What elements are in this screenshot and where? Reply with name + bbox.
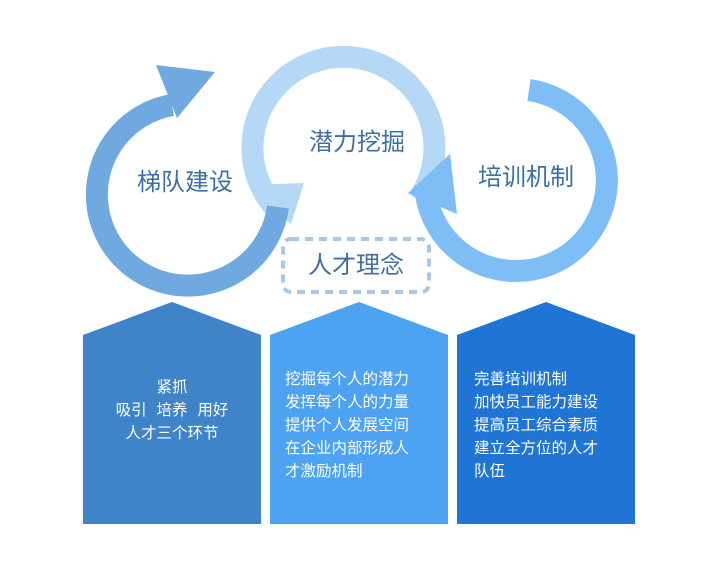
card-shape-middle <box>270 302 448 524</box>
card-line: 提高员工综合素质 <box>474 416 599 434</box>
card-shape-left <box>83 302 261 524</box>
card-line: 吸引 培养 用好 <box>115 401 229 419</box>
left-cycle-arrow <box>85 65 289 297</box>
right-cycle-arrow <box>408 79 618 282</box>
card-shape-right <box>457 302 635 524</box>
top-cycle-label: 潜力挖掘 <box>309 128 405 156</box>
card-line: 发挥每个人的力量 <box>285 393 410 411</box>
card-line: 建立全方位的人才 <box>474 439 599 457</box>
card-text-right: 完善培训机制 加快员工能力建设 提高员工综合素质 建立全方位的人才 队伍 <box>474 368 634 483</box>
right-cycle-label: 培训机制 <box>478 163 574 191</box>
card-line: 才激励机制 <box>285 462 363 480</box>
card-line: 提供个人发展空间 <box>285 416 410 434</box>
card-text-left: 紧抓 吸引 培养 用好 人才三个环节 <box>83 376 261 445</box>
center-concept-label: 人才理念 <box>308 251 404 279</box>
card-text-middle: 挖掘每个人的潜力 发挥每个人的力量 提供个人发展空间 在企业内部形成人 才激励机… <box>285 368 445 483</box>
card-line: 队伍 <box>474 462 506 480</box>
top-cycle-arrow <box>241 45 446 224</box>
card-line: 紧抓 <box>156 378 188 396</box>
card-line: 在企业内部形成人 <box>285 439 410 457</box>
card-line: 人才三个环节 <box>125 424 219 442</box>
card-line: 完善培训机制 <box>474 370 568 388</box>
card-line: 加快员工能力建设 <box>474 393 599 411</box>
center-dashed-box <box>281 237 431 294</box>
card-line: 挖掘每个人的潜力 <box>285 370 410 388</box>
left-cycle-label: 梯队建设 <box>137 168 233 196</box>
